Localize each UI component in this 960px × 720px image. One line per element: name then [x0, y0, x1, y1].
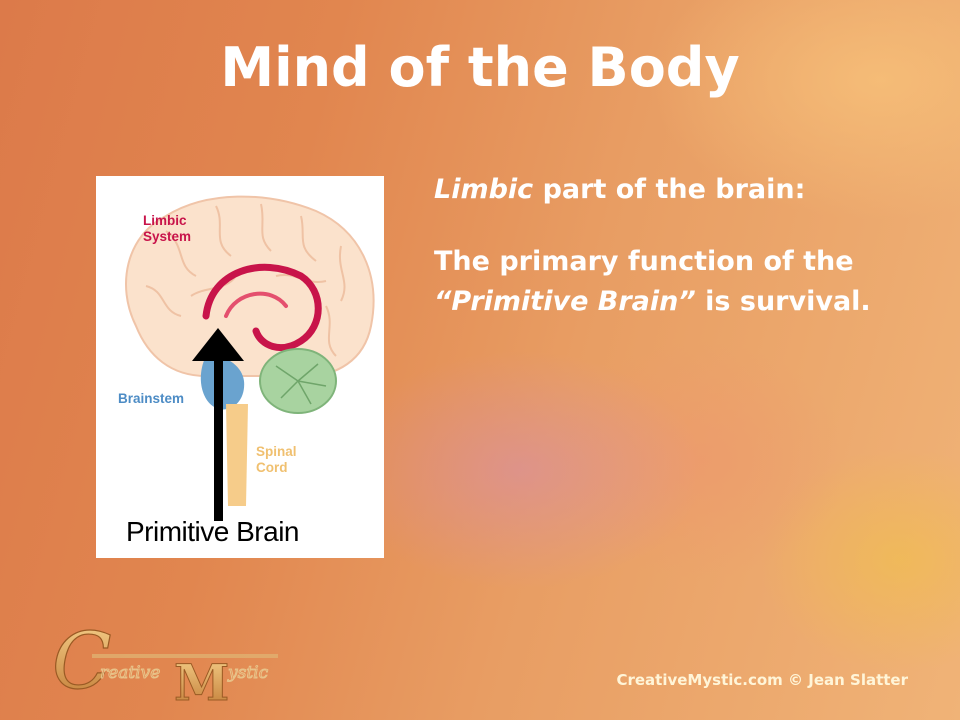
arrow-head: [192, 328, 244, 361]
statement-italic: “Primitive Brain”: [434, 286, 696, 317]
limbic-heading-rest: part of the brain:: [533, 174, 806, 205]
footer-credit: CreativeMystic.com © Jean Slatter: [616, 671, 908, 689]
creative-mystic-logo: C reative M ystic: [52, 620, 278, 704]
label-spinal-cord: Spinal Cord: [256, 444, 297, 475]
brain-figure: Limbic System Brainstem Spinal Cord Prim…: [96, 176, 384, 558]
brain-illustration: [125, 195, 375, 521]
limbic-inner-arc: [224, 291, 288, 318]
survival-statement: The primary function of the “Primitive B…: [434, 242, 934, 322]
logo-word-right: ystic: [227, 663, 269, 683]
statement-part1: The primary function of the: [434, 246, 854, 277]
limbic-heading: Limbic part of the brain:: [434, 174, 805, 205]
limbic-heading-italic: Limbic: [434, 174, 534, 205]
cerebellum-veins: [275, 363, 327, 405]
logo-m-letter: M: [174, 653, 229, 704]
label-primitive-brain: Primitive Brain: [126, 516, 299, 547]
arrow-shaft: [214, 361, 223, 521]
logo-bar: [92, 654, 278, 658]
label-limbic-system: Limbic System: [143, 213, 192, 244]
logo-c-letter: C: [52, 620, 112, 704]
statement-part2: is survival.: [695, 286, 871, 317]
limbic-arc: [202, 263, 322, 351]
label-brainstem: Brainstem: [118, 391, 185, 406]
slide-title: Mind of the Body: [220, 36, 740, 99]
logo-word-left: reative: [100, 663, 160, 683]
spinal-cord-shape: [226, 404, 248, 506]
